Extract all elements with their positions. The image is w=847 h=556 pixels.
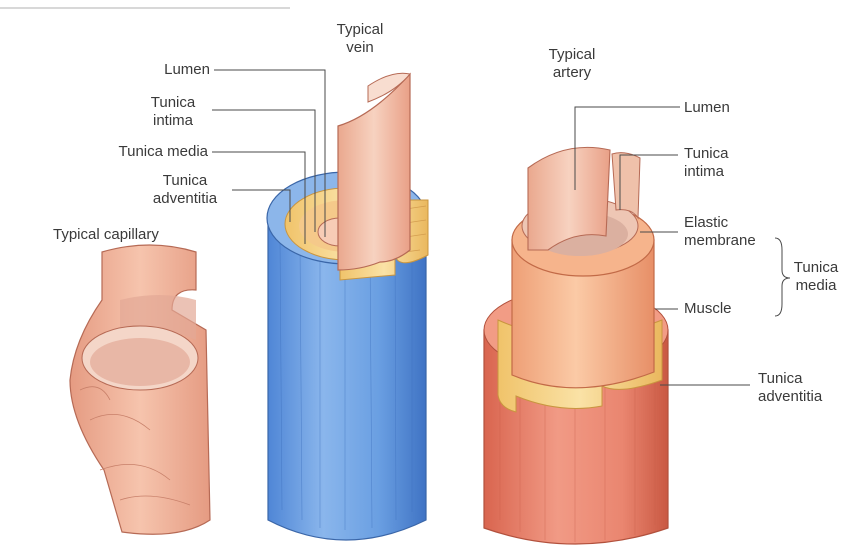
vein-title-line-1: Typical — [325, 21, 395, 39]
vein-title: Typical vein — [325, 21, 395, 57]
vein-title-line-2: vein — [325, 39, 395, 57]
artery-adventitia-label: Tunica adventitia — [758, 370, 822, 406]
artery-intima-line-2: intima — [684, 163, 728, 181]
artery-title: Typical artery — [532, 46, 612, 82]
vein-intima-label: Tunica intima — [138, 94, 208, 130]
artery-elastic-line-2: membrane — [684, 232, 756, 250]
artery-title-line-2: artery — [532, 64, 612, 82]
artery-adventitia-line-2: adventitia — [758, 388, 822, 406]
vein-lumen-label: Lumen — [130, 61, 210, 79]
vein-intima-line-1: Tunica — [138, 94, 208, 112]
capillary-illustration — [70, 245, 210, 534]
artery-elastic-line-1: Elastic — [684, 214, 756, 232]
vein-illustration — [267, 73, 428, 540]
artery-muscle-label: Muscle — [684, 300, 732, 318]
capillary-title: Typical capillary — [53, 226, 159, 244]
artery-adventitia-line-1: Tunica — [758, 370, 822, 388]
artery-lumen-label: Lumen — [684, 99, 730, 117]
vein-adventitia-label: Tunica adventitia — [140, 172, 230, 208]
vein-adventitia-line-2: adventitia — [140, 190, 230, 208]
artery-media-group-label: Tunica media — [788, 259, 844, 295]
artery-intima-line-1: Tunica — [684, 145, 728, 163]
artery-media-group-line-1: Tunica — [788, 259, 844, 277]
artery-media-group-line-2: media — [788, 277, 844, 295]
vein-adventitia-line-1: Tunica — [140, 172, 230, 190]
artery-intima-label: Tunica intima — [684, 145, 728, 181]
vein-intima-line-2: intima — [138, 112, 208, 130]
artery-title-line-1: Typical — [532, 46, 612, 64]
artery-illustration — [484, 147, 668, 544]
artery-elastic-membrane-label: Elastic membrane — [684, 214, 756, 250]
vein-media-label: Tunica media — [88, 143, 208, 161]
